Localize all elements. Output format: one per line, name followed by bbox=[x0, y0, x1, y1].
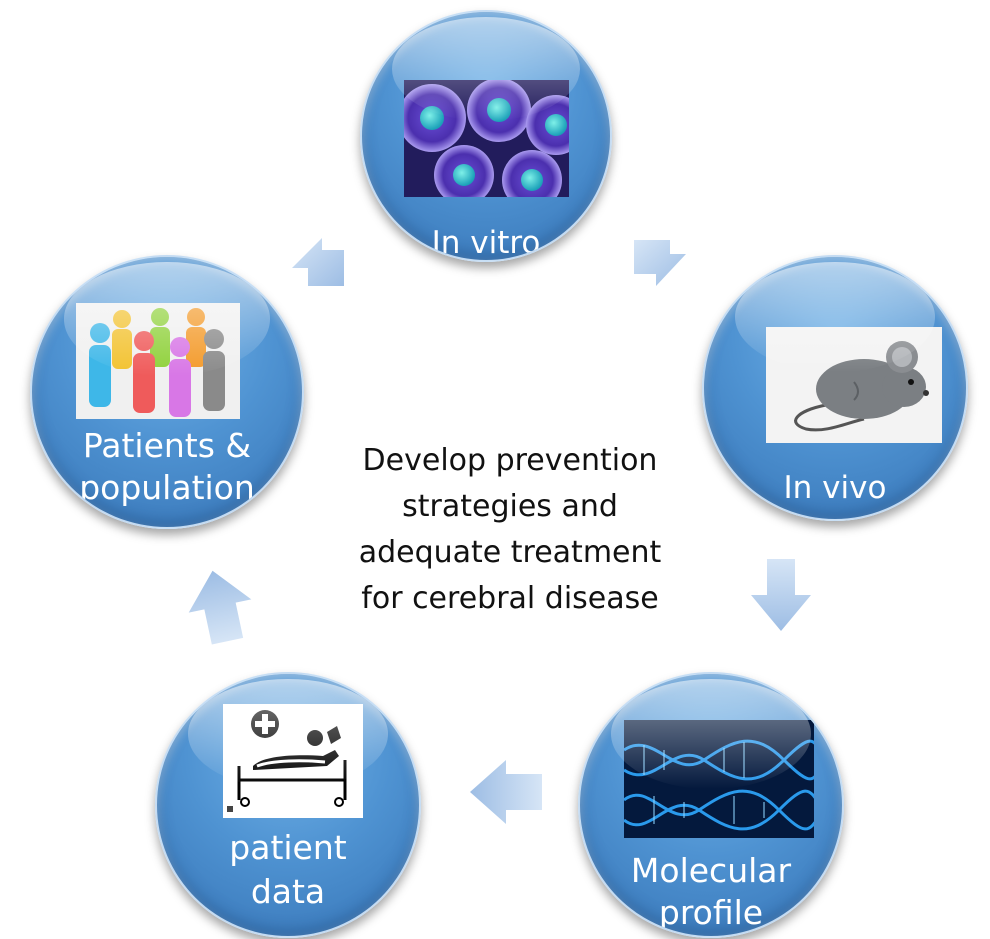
node-patients-population-label: Patients & population bbox=[79, 426, 255, 507]
node-molecular-profile-label: Molecular profile bbox=[630, 851, 792, 932]
mouse-image bbox=[766, 327, 942, 443]
node-in-vitro: In vitro bbox=[360, 10, 612, 262]
node-patient-data: patient data bbox=[155, 672, 421, 938]
arrow-patient-data-to-population bbox=[188, 570, 252, 645]
center-goal-text: Develop prevention strategies and adequa… bbox=[358, 443, 662, 616]
cells-image bbox=[404, 80, 569, 197]
node-molecular-profile: Molecular profile bbox=[578, 672, 844, 938]
node-patient-data-label: patient data bbox=[229, 828, 347, 911]
arrow-vitro-to-vivo bbox=[634, 240, 686, 286]
dna-image bbox=[624, 720, 814, 838]
arrow-population-to-vitro bbox=[292, 238, 344, 286]
hospital-bed-pictogram bbox=[223, 704, 363, 818]
arrow-molecular-to-patient-data bbox=[470, 760, 542, 824]
people-group-image bbox=[76, 303, 240, 419]
node-in-vitro-label: In vitro bbox=[431, 225, 541, 261]
node-patients-population: Patients & population bbox=[30, 255, 304, 529]
arrow-vivo-to-molecular bbox=[751, 559, 811, 631]
node-in-vivo: In vivo bbox=[702, 255, 968, 521]
node-in-vivo-label: In vivo bbox=[783, 470, 887, 506]
